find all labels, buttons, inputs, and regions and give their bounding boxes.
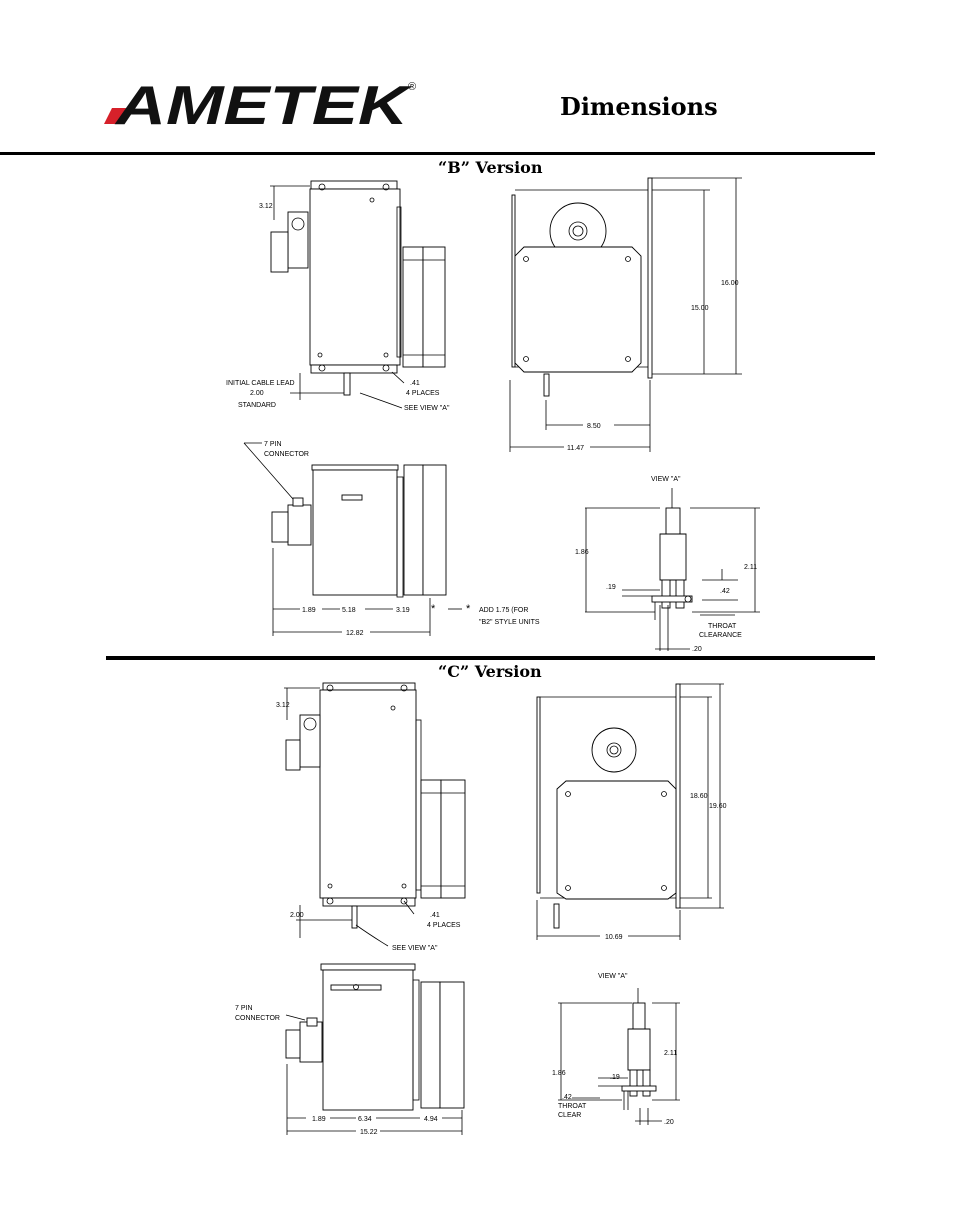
b-dim-19: .19 xyxy=(606,584,616,591)
b-dim-2-11: 2.11 xyxy=(744,564,757,571)
b-asterisk-2: * xyxy=(466,603,471,615)
b-dim-20: .20 xyxy=(692,646,702,653)
b-dim-1-89: 1.89 xyxy=(302,607,316,614)
c-dim-6-34: 6.34 xyxy=(358,1116,372,1123)
b-add-1-75-label: ADD 1.75 (FOR xyxy=(479,607,528,614)
b-dim-2-00: 2.00 xyxy=(250,390,264,397)
c-dim-4-94: 4.94 xyxy=(424,1116,438,1123)
b-standard-label: STANDARD xyxy=(238,402,276,409)
b-seven-pin-label: 7 PIN xyxy=(264,441,282,448)
b-dim-15-00: 15.00 xyxy=(691,305,709,312)
b-throat-label: THROAT xyxy=(708,623,737,630)
c-dim-19: .19 xyxy=(610,1074,620,1081)
c-dim-2-11: 2.11 xyxy=(664,1050,677,1057)
logo-accent-shape xyxy=(104,108,126,124)
b-view-a-detail: VIEW "A" 1.86 2.11 .19 .42 THROAT CLEARA… xyxy=(575,476,760,653)
b-dim-8-50: 8.50 xyxy=(587,423,601,430)
b-connector-label: CONNECTOR xyxy=(264,451,309,458)
c-connector-label: CONNECTOR xyxy=(235,1015,280,1022)
b-dim-12-82: 12.82 xyxy=(346,630,364,637)
section-divider xyxy=(106,656,875,660)
c-dim-42: .42 xyxy=(562,1094,572,1101)
b-dim-42: .42 xyxy=(720,588,730,595)
b-version-title: “B” Version xyxy=(438,158,543,177)
b-view-a-label: VIEW "A" xyxy=(651,476,681,483)
c-seven-pin-label: 7 PIN xyxy=(235,1005,253,1012)
b-dim-5-18: 5.18 xyxy=(342,607,356,614)
c-side-view: 18.60 19.60 10.69 xyxy=(536,683,727,941)
c-dim-3-12: 3.12 xyxy=(276,702,290,709)
c-version-title: “C” Version xyxy=(438,662,542,681)
c-top-view: 7 PIN CONNECTOR 1.89 6.34 4.94 15.22 xyxy=(235,963,465,1136)
c-dim-10-69: 10.69 xyxy=(605,934,623,941)
b-dim-1-86: 1.86 xyxy=(575,549,589,556)
b-front-view: 3.12 INITIAL CABLE LEAD 2.00 STANDARD .4… xyxy=(226,180,450,412)
c-throat-label: THROAT xyxy=(558,1103,587,1110)
c-dim-15-22: 15.22 xyxy=(360,1129,378,1136)
c-view-a-detail: VIEW "A" 1.86 2.11 .19 .42 THROAT CLEAR … xyxy=(552,973,680,1126)
b-dim-3-19: 3.19 xyxy=(396,607,410,614)
c-dim-1-86: 1.86 xyxy=(552,1070,566,1077)
c-clear-label: CLEAR xyxy=(558,1112,581,1119)
b-four-places-label: 4 PLACES xyxy=(406,390,440,397)
c-four-places-label: 4 PLACES xyxy=(427,922,461,929)
b-dim-41: .41 xyxy=(410,380,420,387)
c-dim-1-89: 1.89 xyxy=(312,1116,326,1123)
page-title: Dimensions xyxy=(560,92,718,121)
c-dim-18-60: 18.60 xyxy=(690,793,708,800)
logo-wordmark: AMETEK xyxy=(113,78,413,126)
c-see-view-label: SEE VIEW "A" xyxy=(392,945,438,952)
b-b2-style-label: "B2" STYLE UNITS xyxy=(479,619,540,626)
b-dim-16-00: 16.00 xyxy=(721,280,739,287)
b-dim-3-12: 3.12 xyxy=(259,203,273,210)
c-view-a-label: VIEW "A" xyxy=(598,973,628,980)
b-asterisk-1: * xyxy=(431,603,436,615)
b-top-view: 7 PIN CONNECTOR 1.89 5.18 3.19 * * ADD 1… xyxy=(243,441,540,637)
registered-mark: ® xyxy=(408,81,416,93)
c-dim-19-60: 19.60 xyxy=(709,803,727,810)
ametek-logo: AMETEK ® xyxy=(104,78,416,126)
c-dim-20: .20 xyxy=(664,1119,674,1126)
top-rule xyxy=(0,152,875,155)
b-initial-cable-label: INITIAL CABLE LEAD xyxy=(226,380,295,387)
b-side-view: 16.00 15.00 8.50 11.47 xyxy=(509,177,742,452)
c-dim-2-00: 2.00 xyxy=(290,912,304,919)
b-clearance-label: CLEARANCE xyxy=(699,632,742,639)
c-dim-41: .41 xyxy=(430,912,440,919)
c-front-view: 3.12 2.00 .41 4 PLACES SEE VIEW "A" xyxy=(276,682,466,952)
b-dim-11-47: 11.47 xyxy=(567,445,584,452)
b-see-view-label: SEE VIEW "A" xyxy=(404,405,450,412)
